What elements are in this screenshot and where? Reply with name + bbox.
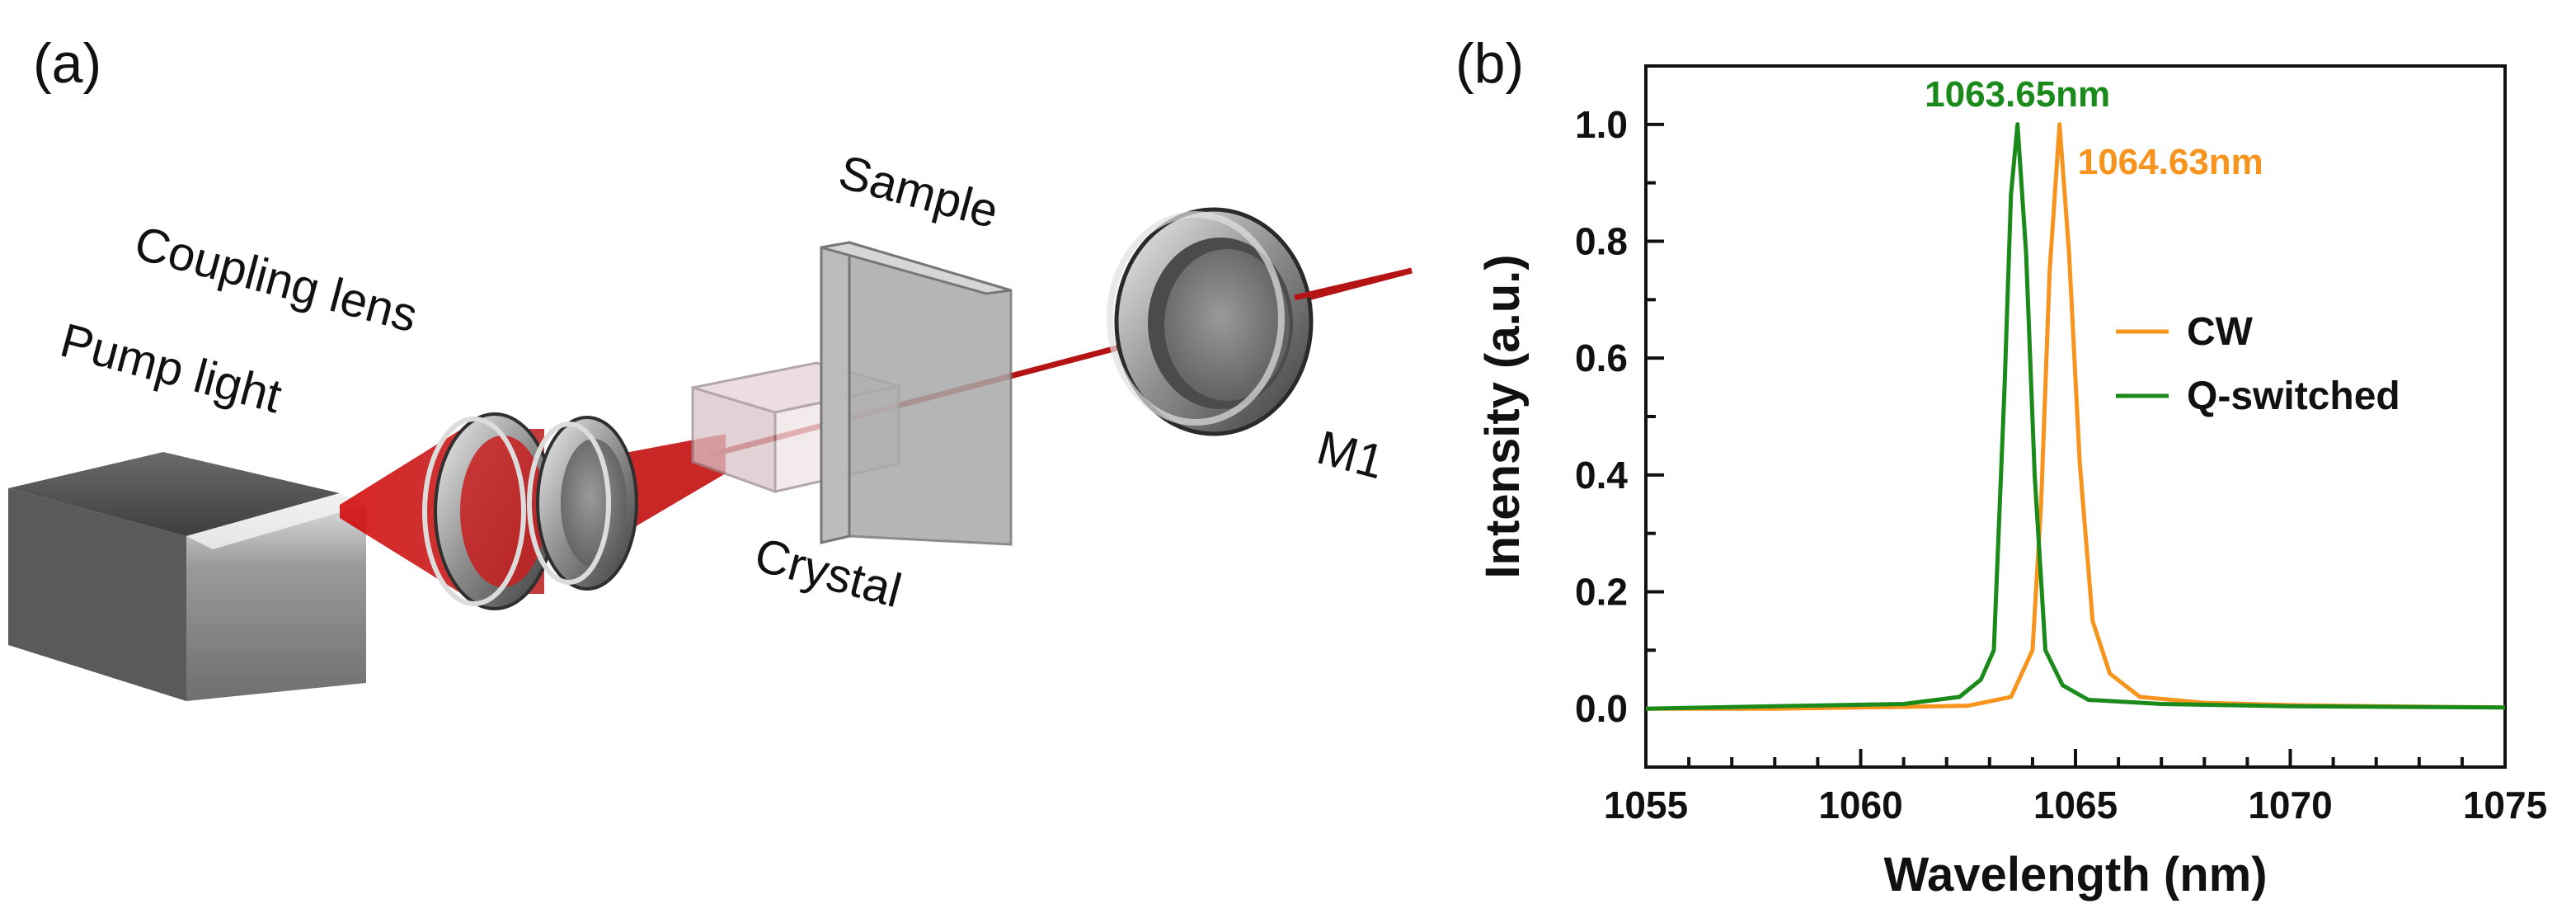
y-tick-label: 0.0 <box>1575 687 1628 730</box>
chart-area: 1055 1060 1065 1070 1075 0.0 0.2 0.4 0.6 0.8 1.0 10… <box>1575 64 2547 826</box>
coupling-lens-label: Coupling lens <box>129 216 423 343</box>
y-tick-label: 0.2 <box>1575 571 1628 614</box>
mirror-m1-label: M1 <box>1312 421 1390 490</box>
panel-b-label: (b) <box>1455 32 1524 95</box>
pump-light-label: Pump light <box>55 313 288 424</box>
x-tick-label: 1075 <box>2463 784 2547 826</box>
y-tick-label: 1.0 <box>1575 103 1628 146</box>
sample-plate <box>820 240 1013 546</box>
series-line-q-switched <box>1645 122 2506 711</box>
coupling-lens-1 <box>422 412 556 610</box>
y-tick-label: 0.8 <box>1575 220 1628 263</box>
coupling-lens-2 <box>527 416 638 591</box>
y-axis-title: Intensity (a.u.) <box>1476 254 1530 578</box>
y-tick-label: 0.6 <box>1575 337 1628 379</box>
peak-label-q-switched: 1063.65nm <box>1925 74 2110 115</box>
x-tick-label: 1070 <box>2248 784 2332 826</box>
mirror-m1 <box>1107 207 1314 436</box>
legend-label: Q-switched <box>2187 374 2400 418</box>
x-tick-label: 1060 <box>1818 784 1902 826</box>
peak-label-cw: 1064.63nm <box>2078 142 2263 182</box>
y-tick-label: 0.4 <box>1575 454 1628 497</box>
x-tick-label: 1055 <box>1604 784 1688 826</box>
legend-label: CW <box>2187 310 2254 354</box>
panel-a-label: (a) <box>33 32 101 95</box>
setup-schematic: (a) <box>8 32 1413 701</box>
pump-light-source <box>8 452 366 701</box>
sample-label: Sample <box>834 145 1004 239</box>
x-axis-title: Wavelength (nm) <box>1883 848 2267 902</box>
x-tick-label: 1065 <box>2033 784 2118 826</box>
